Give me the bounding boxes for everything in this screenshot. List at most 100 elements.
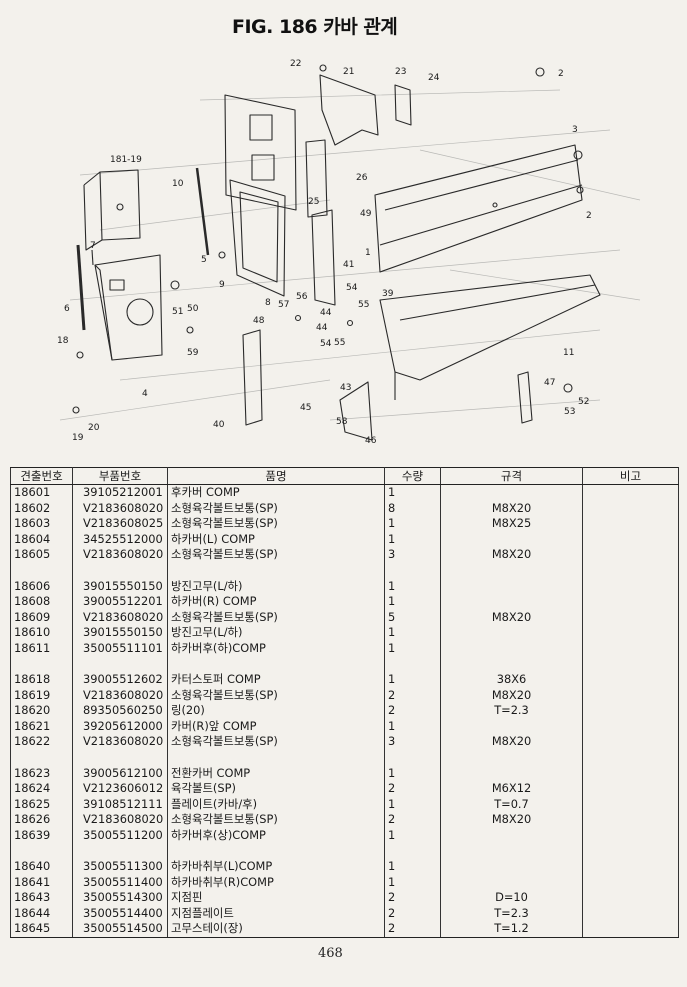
remarks-cell	[582, 765, 679, 781]
remarks-cell	[582, 890, 679, 906]
index-no-cell: 18645	[10, 921, 73, 938]
spec-cell	[440, 531, 583, 547]
header-part-name: 품명	[167, 467, 385, 485]
spec-cell	[440, 859, 583, 875]
part-name-cell: 방진고무(L/하)	[167, 578, 385, 594]
index-no-cell: 18625	[10, 796, 73, 812]
index-no-cell	[10, 562, 73, 579]
part-name-cell: 육각볼트(SP)	[167, 781, 385, 797]
callout-label: 2	[586, 211, 592, 221]
remarks-cell	[582, 905, 679, 921]
part-no-cell: 39105212001	[72, 484, 168, 501]
spec-cell: M8X20	[440, 734, 583, 750]
part-no-cell: 35005511400	[72, 874, 168, 890]
part-name-cell: 링(20)	[167, 703, 385, 719]
remarks-cell	[582, 562, 679, 579]
rod-6	[76, 244, 86, 331]
header-part-no: 부품번호	[72, 467, 168, 485]
quantity-cell: 2	[384, 703, 441, 719]
remarks-cell	[582, 640, 679, 656]
callout-label: 39	[382, 289, 394, 299]
part-name-cell: 소형육각볼트보통(SP)	[167, 547, 385, 563]
header-index-no: 견출번호	[10, 467, 73, 485]
part-no-cell: 35005514500	[72, 921, 168, 938]
stay-47	[517, 371, 533, 424]
callout-label: 10	[172, 179, 184, 189]
remarks-cell	[582, 594, 679, 610]
spec-cell	[440, 765, 583, 781]
quantity-cell: 2	[384, 687, 441, 703]
part-no-cell: 39205612000	[72, 718, 168, 734]
part-name-cell: 하카버(L) COMP	[167, 531, 385, 547]
spec-cell: M8X20	[440, 687, 583, 703]
callout-label: 24	[428, 73, 440, 83]
part-no-cell: 34525512000	[72, 531, 168, 547]
index-no-cell: 18626	[10, 812, 73, 828]
remarks-cell	[582, 547, 679, 563]
index-no-cell: 18643	[10, 890, 73, 906]
callout-label: 54	[320, 339, 332, 349]
part-no-cell: V2183608020	[72, 734, 168, 750]
spec-cell	[440, 843, 583, 859]
table-row	[10, 843, 679, 859]
remarks-cell	[582, 734, 679, 750]
remarks-cell	[582, 578, 679, 594]
quantity-cell: 1	[384, 765, 441, 781]
remarks-cell	[582, 812, 679, 828]
remarks-cell	[582, 718, 679, 734]
table-header-row: 견출번호 부품번호 품명 수량 규격 비고	[10, 467, 679, 485]
quantity-cell: 1	[384, 796, 441, 812]
index-no-cell: 18640	[10, 859, 73, 875]
callout-label: 1	[365, 248, 371, 258]
remarks-cell	[582, 827, 679, 843]
rear-cover-1	[374, 144, 583, 273]
callout-label: 7	[90, 241, 96, 251]
callout-label: 181-19	[110, 155, 142, 165]
callout-label: 22	[290, 59, 301, 69]
remarks-cell	[582, 484, 679, 501]
ghost-lines	[59, 89, 641, 421]
figure-title: FIG. 186 카바 관계	[232, 16, 398, 38]
quantity-cell	[384, 843, 441, 859]
spec-cell: M6X12	[440, 781, 583, 797]
quantity-cell: 5	[384, 609, 441, 625]
index-no-cell: 18611	[10, 640, 73, 656]
spec-cell: M8X20	[440, 609, 583, 625]
spec-cell: T=2.3	[440, 703, 583, 719]
spec-cell	[440, 562, 583, 579]
remarks-cell	[582, 859, 679, 875]
quantity-cell: 1	[384, 531, 441, 547]
quantity-cell	[384, 749, 441, 766]
table-row	[10, 749, 679, 766]
quantity-cell: 1	[384, 516, 441, 532]
part-no-cell: 35005514400	[72, 905, 168, 921]
index-no-cell: 18604	[10, 531, 73, 547]
remarks-cell	[582, 781, 679, 797]
part-no-cell: 39108512111	[72, 796, 168, 812]
remarks-cell	[582, 749, 679, 766]
part-name-cell: 전환카버 COMP	[167, 765, 385, 781]
callout-label: 5	[201, 255, 207, 265]
quantity-cell: 8	[384, 500, 441, 516]
spec-cell: 38X6	[440, 672, 583, 688]
part-name-cell	[167, 656, 385, 672]
quantity-cell: 1	[384, 718, 441, 734]
remarks-cell	[582, 703, 679, 719]
quantity-cell	[384, 656, 441, 672]
callout-label: 3	[572, 125, 578, 135]
part-name-cell	[167, 562, 385, 579]
index-no-cell: 18605	[10, 547, 73, 563]
part-name-cell	[167, 749, 385, 766]
post-41	[311, 209, 336, 306]
spec-cell	[440, 484, 583, 501]
index-no-cell: 18601	[10, 484, 73, 501]
index-no-cell: 18621	[10, 718, 73, 734]
part-name-cell: 지점핀	[167, 890, 385, 906]
